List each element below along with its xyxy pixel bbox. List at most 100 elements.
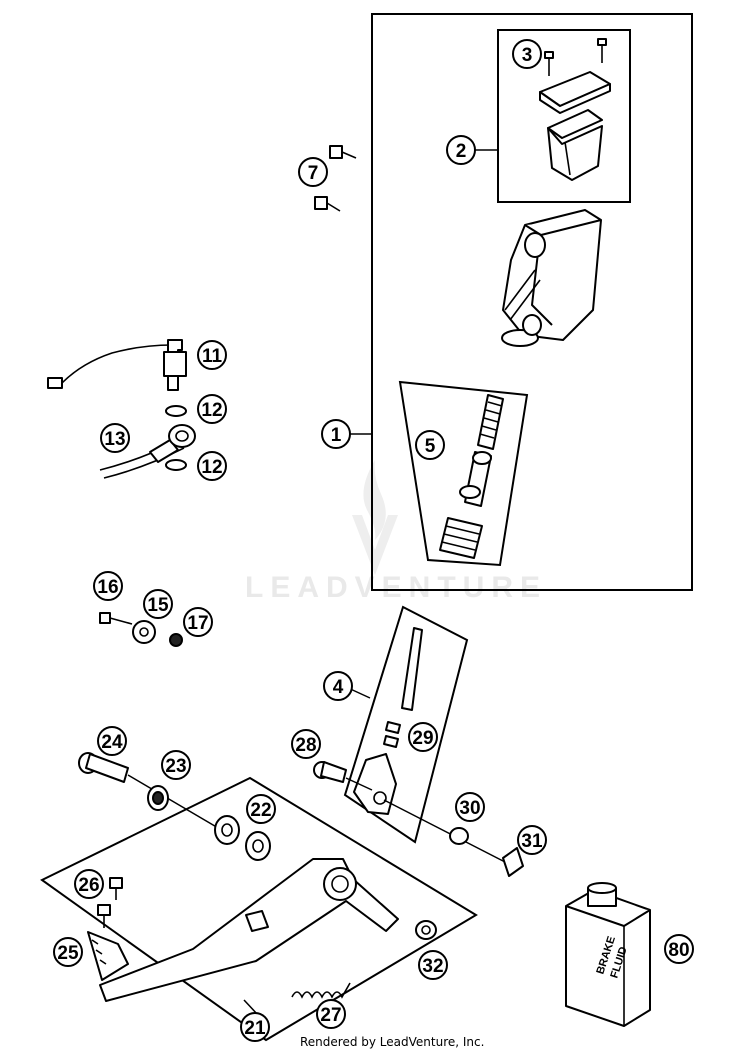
part-12-o-ring-lower: [165, 459, 187, 471]
watermark-text: LEADVENTURE: [245, 571, 547, 604]
callout-circle: [197, 340, 227, 370]
part-25-step-plate: [87, 931, 129, 981]
callout-number: 29: [412, 728, 433, 749]
master-cylinder-body: [501, 209, 602, 347]
render-credit: Rendered by LeadVenture, Inc.: [300, 1035, 484, 1049]
part-13-brake-line: [99, 424, 196, 479]
part-7-bolts: [314, 145, 357, 212]
callout-circle: [321, 419, 351, 449]
callout-15: 15: [143, 589, 173, 619]
callout-circle: [97, 726, 127, 756]
callout-32: 32: [418, 950, 448, 980]
part-80-brake-fluid-bottle: BRAKE FLUID: [565, 882, 651, 1027]
clevis: [353, 753, 397, 815]
callout-circle: [53, 937, 83, 967]
master-cylinder-group-box: [371, 13, 693, 591]
part-12-o-ring-upper: [165, 405, 187, 417]
part-17-nut: [169, 633, 183, 647]
callout-circle: [418, 950, 448, 980]
part-15-bushing: [132, 620, 156, 644]
callout-number: 16: [97, 577, 118, 598]
part-2-reservoir-cover: [539, 71, 611, 181]
callout-number: 15: [147, 595, 169, 616]
callout-number: 31: [521, 831, 543, 852]
callout-number: 21: [244, 1018, 266, 1039]
brake-pedal-group-box: [40, 776, 478, 1042]
callout-13: 13: [100, 423, 130, 453]
part-11-brake-switch: [47, 339, 187, 391]
callout-12: 12: [197, 451, 227, 481]
callout-1: 1: [321, 419, 351, 449]
callout-number: 2: [456, 141, 467, 162]
part-3-screws: [544, 38, 607, 76]
reservoir-cover-group-box: [497, 29, 631, 203]
callout-circle: [240, 1012, 270, 1042]
callout-circle: [183, 607, 213, 637]
part-24-pivot-bolt: [78, 752, 226, 833]
part-32-nut: [415, 920, 437, 940]
callout-30: 30: [455, 792, 485, 822]
callout-29: 29: [408, 722, 438, 752]
callout-circle: [74, 869, 104, 899]
callout-circle: [197, 451, 227, 481]
callout-80: 80: [664, 934, 694, 964]
callout-circle: [446, 135, 476, 165]
callout-circle: [415, 430, 445, 460]
callout-number: 30: [459, 798, 480, 819]
callout-number: 13: [104, 429, 125, 450]
pin-axis-line: [345, 777, 373, 791]
callout-25: 25: [53, 937, 83, 967]
part-30-washer: [449, 827, 469, 845]
callout-23: 23: [161, 750, 191, 780]
callout-number: 4: [333, 677, 344, 698]
callout-11: 11: [197, 340, 227, 370]
callout-number: 12: [201, 457, 222, 478]
part-21-brake-pedal: [99, 858, 399, 1002]
part-28-pin: [313, 761, 347, 783]
callout-circle: [246, 794, 276, 824]
callout-circle: [143, 589, 173, 619]
piston-kit-group-box: [398, 380, 529, 567]
callout-12: 12: [197, 394, 227, 424]
callout-21: 21: [240, 1012, 270, 1042]
callout-number: 5: [425, 436, 436, 457]
callout-2: 2: [446, 135, 476, 165]
callout-circle: [298, 157, 328, 187]
watermark: LEADVENTURE: [245, 460, 547, 604]
callout-16: 16: [93, 571, 123, 601]
callout-circle: [408, 722, 438, 752]
callout-circle: [323, 671, 353, 701]
part-22-bushings: [214, 815, 271, 861]
callout-circle: [161, 750, 191, 780]
callout-circle: [100, 423, 130, 453]
callout-number: 25: [57, 943, 79, 964]
callout-number: 3: [522, 45, 533, 66]
callout-7: 7: [298, 157, 328, 187]
callout-number: 22: [250, 800, 271, 821]
part-26-bolts: [97, 877, 123, 928]
callout-number: 28: [295, 735, 316, 756]
part-31-cotter-pin: [502, 847, 524, 877]
callout-27: 27: [316, 999, 346, 1029]
part-27-spring: [291, 982, 351, 999]
callout-number: 24: [101, 732, 123, 753]
callout-28: 28: [291, 729, 321, 759]
callout-circle: [93, 571, 123, 601]
callout-circle: [197, 394, 227, 424]
part-23-bushing: [147, 785, 169, 811]
part-16-bolt: [99, 612, 133, 625]
callout-5: 5: [415, 430, 445, 460]
part-5-piston-kit: [439, 394, 504, 559]
callout-number: 17: [187, 613, 208, 634]
callout-number: 11: [202, 346, 223, 367]
callout-circle: [664, 934, 694, 964]
callout-number: 27: [320, 1005, 341, 1026]
callout-number: 32: [422, 956, 443, 977]
callout-31: 31: [517, 825, 547, 855]
clevis-axis-line: [383, 799, 506, 863]
callout-number: 1: [331, 425, 342, 446]
callout-circle: [455, 792, 485, 822]
callout-circle: [512, 39, 542, 69]
callout-3: 3: [512, 39, 542, 69]
